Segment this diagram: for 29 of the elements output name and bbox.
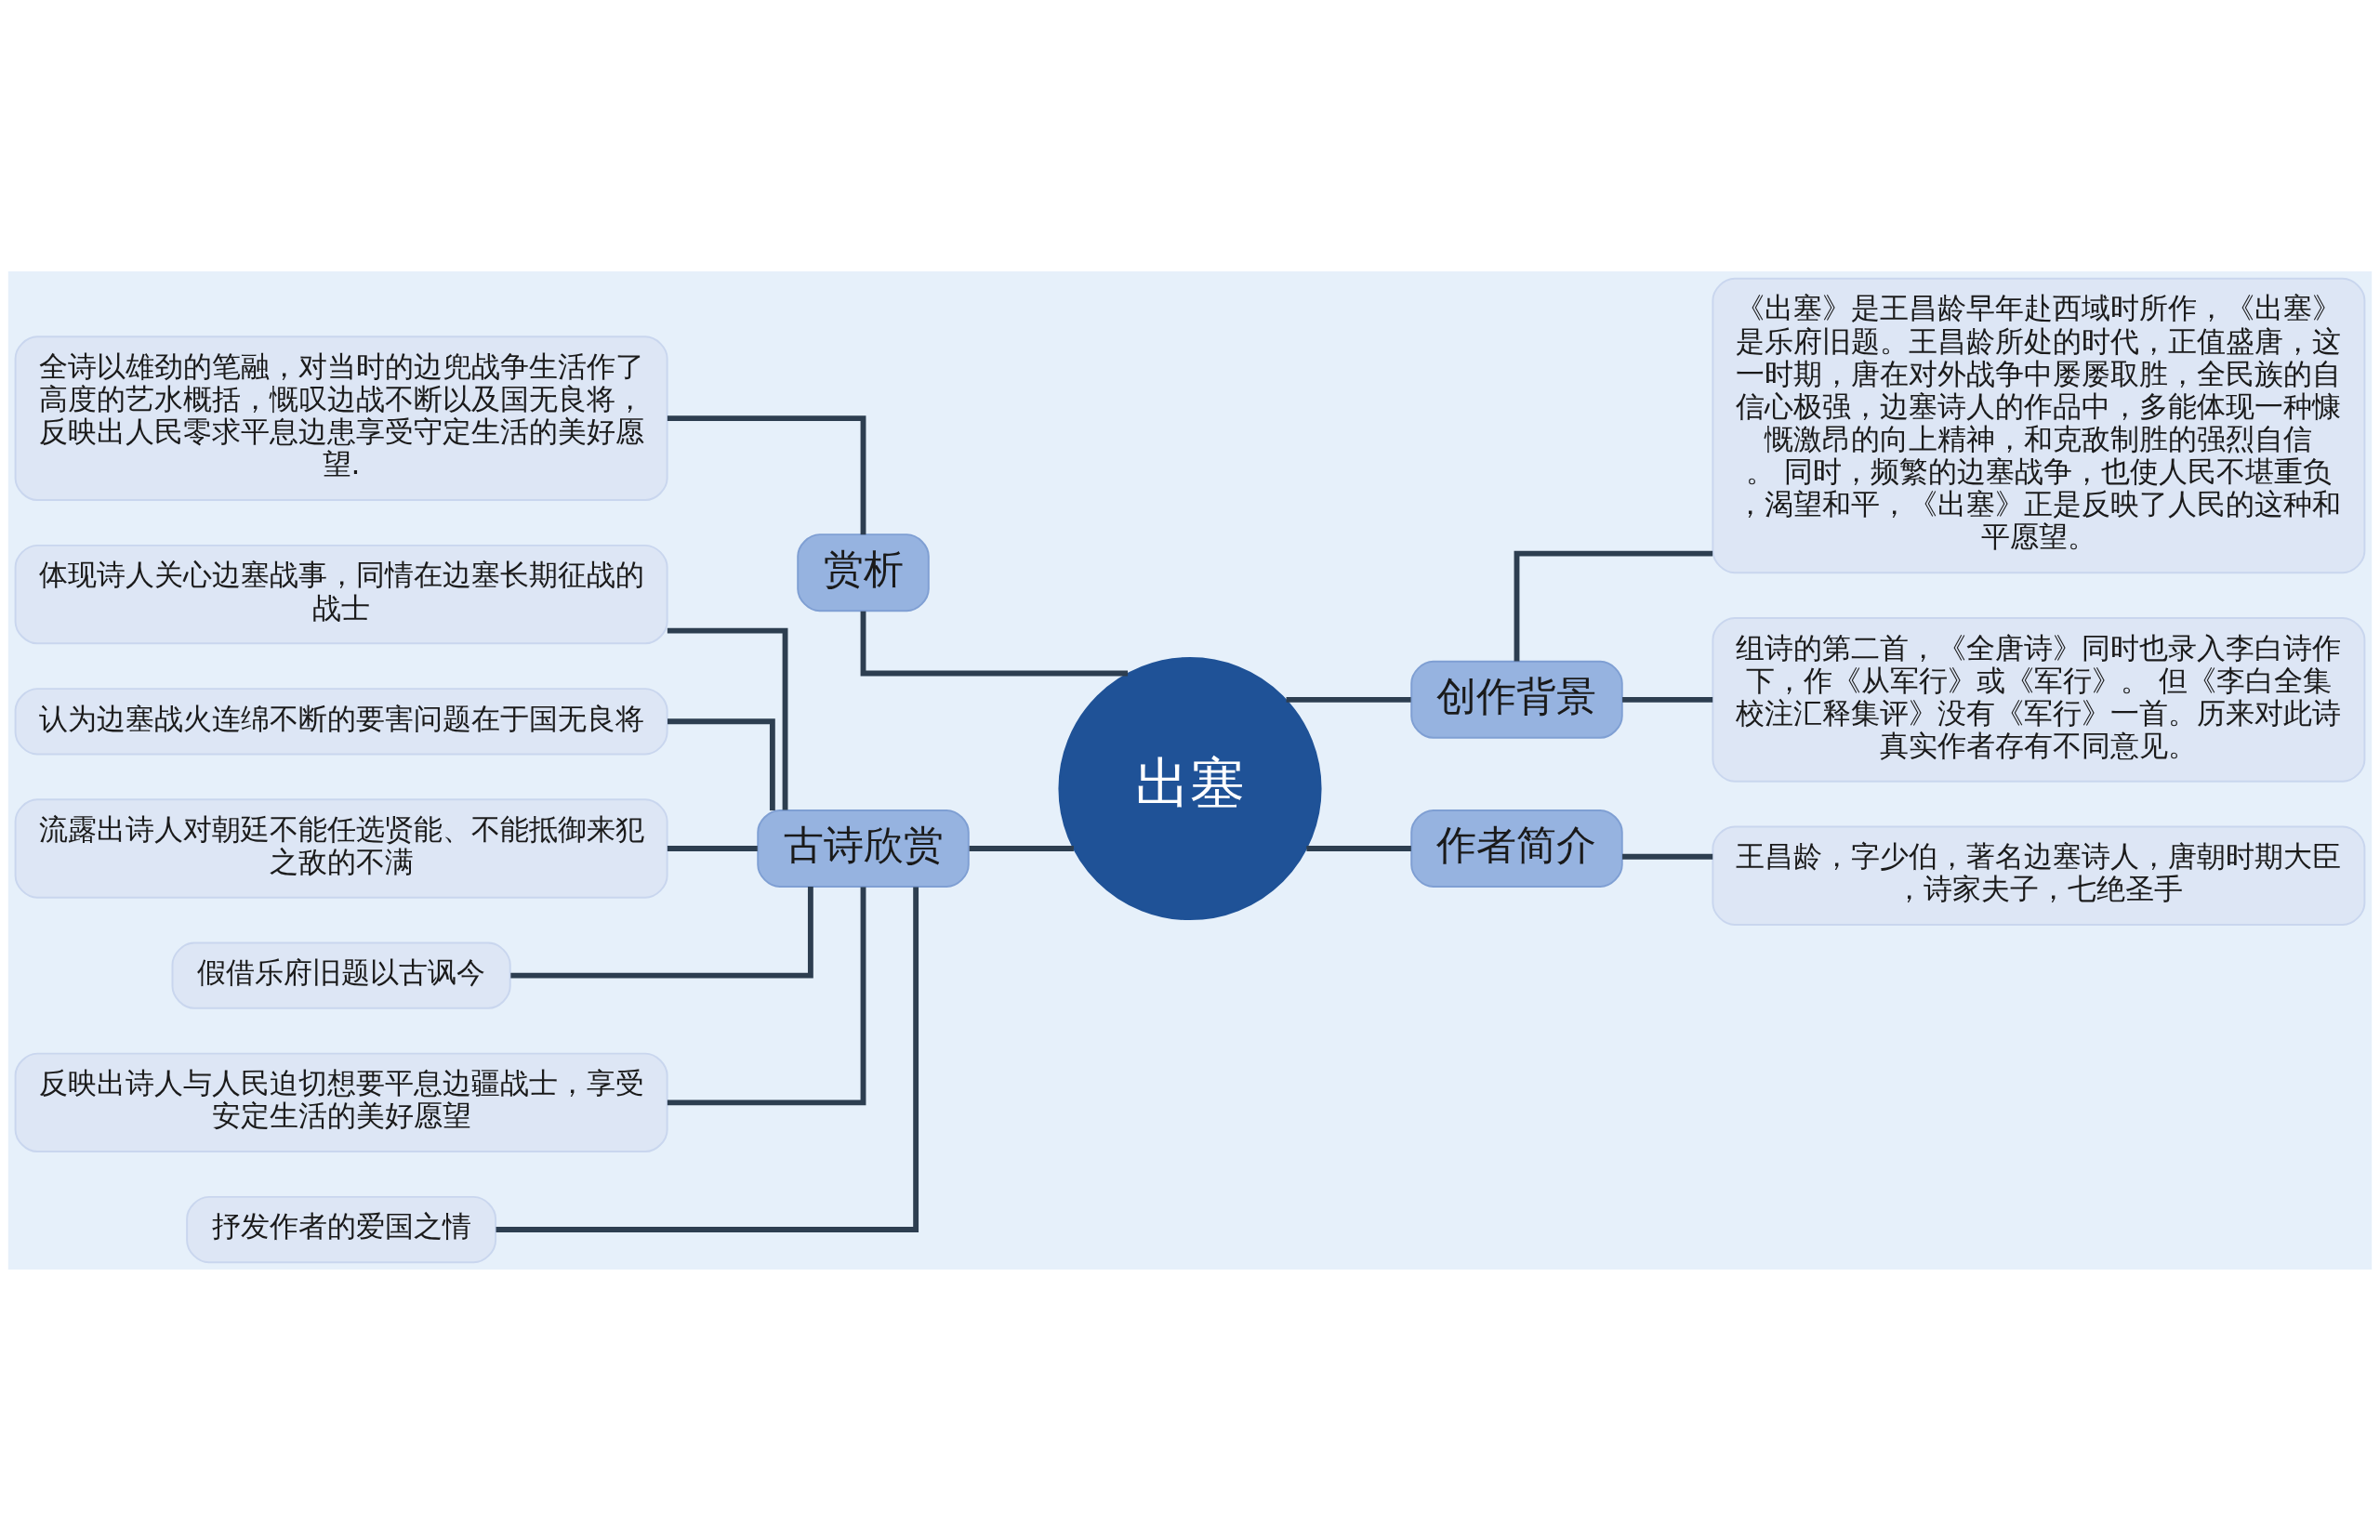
node-box: 假借乐府旧题以古讽今 [171, 941, 511, 1009]
node-box: 流露出诗人对朝廷不能任选贤能、不能抵御来犯之敌的不满 [14, 797, 668, 899]
node-box: 抒发作者的爱国之情 [186, 1195, 497, 1263]
node-box: 全诗以雄劲的笔融，对当时的边兜战争生活作了高度的艺水概括，慨叹边战不断以及国无良将，反映出人民零求平息边患享受守定生活的美好愿望. [14, 335, 668, 501]
connector [496, 887, 919, 1232]
connector [1306, 845, 1411, 851]
connector [1514, 550, 1713, 662]
connector [1286, 696, 1411, 703]
node-box: 赏析 [797, 533, 930, 612]
node-box: 认为边塞战火连绵不断的要害问题在于国无良将 [14, 687, 668, 755]
node-circle: 出塞 [1058, 656, 1322, 920]
node-box: 反映出诗人与人民迫切想要平息边疆战士，享受安定生活的美好愿望 [14, 1052, 668, 1152]
node-box: 组诗的第二首，《全唐诗》同时也录入李白诗作下，作《从军行》或《军行》。 但《李白全集校注汇释集评》没有《军行》一首。历来对此诗真实作者存有不同意见。 [1712, 616, 2366, 783]
node-box: 古诗欣赏 [757, 809, 970, 888]
node-box: 王昌龄，字少伯，著名边塞诗人，唐朝时期大臣，诗家夫子，七绝圣手 [1712, 825, 2366, 926]
connector [510, 886, 813, 979]
connector [1622, 853, 1713, 860]
connector [667, 845, 758, 851]
connector [1622, 696, 1713, 703]
node-box: 《出塞》是王昌龄早年赴西域时所作，《出塞》是乐府旧题。王昌龄所处的时代，正值盛唐，这一时期，唐在对外战争中屡屡取胜，全民族的自信心极强，边塞诗人的作品中，多能体现一种慷慨激昂的向上精神，和克敌制胜的强烈自信。 同时，频繁的边塞战争，也使人民不堪重负，渴望和平，《出塞》正是反映了人民的这种和平愿望。 [1712, 277, 2366, 573]
connector [860, 611, 1129, 676]
connector [969, 845, 1074, 851]
connector [667, 627, 788, 810]
connector [667, 415, 866, 534]
connector [668, 717, 775, 810]
connector [667, 887, 866, 1105]
node-box: 体现诗人关心边塞战事，同情在边塞长期征战的战士 [14, 544, 668, 644]
node-box: 作者简介 [1410, 809, 1623, 888]
node-box: 创作背景 [1410, 660, 1623, 739]
